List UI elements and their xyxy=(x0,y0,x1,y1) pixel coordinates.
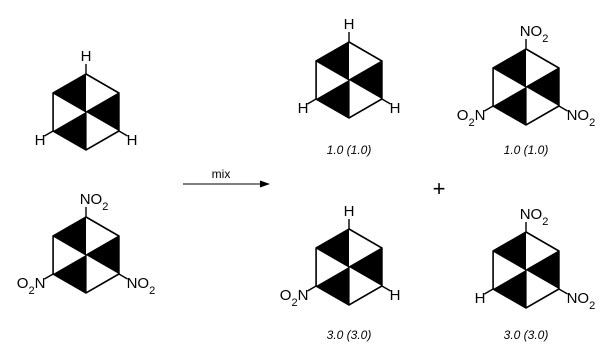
molecule-product-mono-nitro: H O2N H xyxy=(280,203,401,309)
product-ratio: 3.0 (3.0) xyxy=(504,328,549,342)
substituent-label: NO2 xyxy=(567,107,596,129)
product-ratio: 1.0 (1.0) xyxy=(327,143,372,157)
ring-spoke xyxy=(348,60,383,81)
substituent-label: NO2 xyxy=(520,206,549,228)
filled-triangle xyxy=(316,42,349,80)
ring-spoke xyxy=(525,67,560,88)
ring-spoke xyxy=(315,247,350,268)
filled-triangle xyxy=(53,217,86,255)
filled-triangle xyxy=(493,49,526,87)
product-ratio: 1.0 (1.0) xyxy=(504,143,549,157)
substituent-bond xyxy=(484,105,494,112)
ring-spoke xyxy=(315,60,350,81)
substituent-label: H xyxy=(81,48,92,65)
filled-triangle xyxy=(316,80,349,118)
filled-triangle xyxy=(86,93,119,131)
substituent-label: H xyxy=(344,203,355,220)
filled-triangle xyxy=(493,270,526,308)
arrow-head xyxy=(260,180,270,188)
substituent-label: NO2 xyxy=(567,290,596,312)
substituent-bond xyxy=(558,288,568,295)
product-ratio: 3.0 (3.0) xyxy=(327,328,372,342)
filled-triangle xyxy=(316,267,349,305)
substituent-label: O2N xyxy=(17,275,46,297)
ring-spoke xyxy=(52,92,87,113)
molecule-product-trihydro: H H H xyxy=(298,16,401,119)
substituent-label: H xyxy=(127,132,138,149)
substituent-bond xyxy=(381,98,391,105)
filled-triangle xyxy=(493,232,526,270)
substituent-bond xyxy=(307,98,317,105)
substituent-bond xyxy=(558,105,568,112)
ring-spoke xyxy=(85,92,120,113)
filled-triangle xyxy=(86,236,119,274)
substituent-label: NO2 xyxy=(520,23,549,45)
substituent-label: H xyxy=(298,100,309,117)
filled-triangle xyxy=(53,255,86,293)
filled-triangle xyxy=(53,112,86,150)
substituent-bond xyxy=(118,273,128,280)
filled-triangle xyxy=(349,248,382,286)
substituent-label: H xyxy=(344,16,355,33)
substituent-label: NO2 xyxy=(80,191,109,213)
substituent-label: O2N xyxy=(457,107,486,129)
substituent-label: O2N xyxy=(280,287,309,309)
substituent-label: NO2 xyxy=(127,275,156,297)
substituent-bond xyxy=(44,130,54,137)
substituent-bond xyxy=(484,288,494,295)
filled-triangle xyxy=(493,87,526,125)
filled-triangle xyxy=(526,68,559,106)
filled-triangle xyxy=(53,74,86,112)
reaction-arrow: mix xyxy=(183,167,270,188)
substituent-label: H xyxy=(475,290,486,307)
filled-triangle xyxy=(349,61,382,99)
substituent-bond xyxy=(381,285,391,292)
filled-triangle xyxy=(316,229,349,267)
arrow-label: mix xyxy=(212,167,231,181)
ring-spoke xyxy=(348,247,383,268)
ring-spoke xyxy=(525,250,560,271)
substituent-label: H xyxy=(390,287,401,304)
substituent-bond xyxy=(118,130,128,137)
substituent-bond xyxy=(44,273,54,280)
ring-spoke xyxy=(85,235,120,256)
substituent-bond xyxy=(307,285,317,292)
ring-spoke xyxy=(52,235,87,256)
substituent-label: H xyxy=(35,132,46,149)
ring-spoke xyxy=(492,250,527,271)
ring-spoke xyxy=(492,67,527,88)
substituent-label: H xyxy=(390,100,401,117)
filled-triangle xyxy=(526,251,559,289)
plus-sign: + xyxy=(433,176,446,201)
molecule-reactant-trihydro: H H H xyxy=(35,48,138,151)
